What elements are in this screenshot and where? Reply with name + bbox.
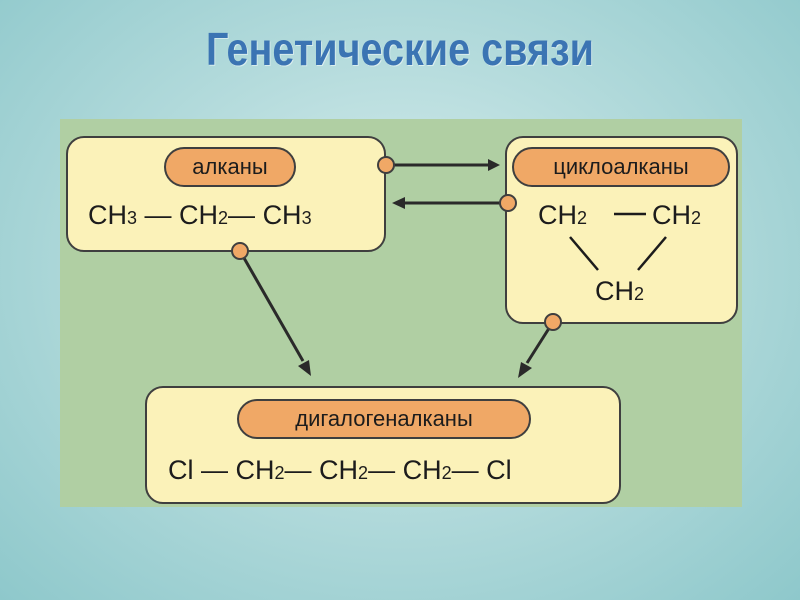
dihaloalkanes-formula: Cl — CH2— CH2— CH2— Cl: [168, 455, 512, 486]
cycloalkanes-label: циклоалканы: [512, 147, 730, 187]
bond-dash: —: [228, 200, 263, 230]
ch2-group-1: CH2: [235, 455, 285, 485]
alkanes-label: алканы: [164, 147, 296, 187]
bond-dash: —: [193, 455, 236, 485]
bond-dash: —: [368, 455, 403, 485]
ch3-group-left: CH3: [88, 200, 138, 230]
ch3-group-right: CH3: [262, 200, 312, 230]
alkanes-formula: CH3 — CH2— CH3: [88, 200, 312, 231]
ch2-group-2: CH2: [319, 455, 369, 485]
ch2-group: CH2: [179, 200, 229, 230]
ch2-group-3: CH2: [402, 455, 452, 485]
cyclo-ch2-top-right: CH2: [652, 200, 702, 230]
bond-dash: —: [284, 455, 320, 485]
bond-dash: —: [451, 455, 487, 485]
bond-dash: —: [137, 200, 180, 230]
cyclo-ch2-bottom: CH2: [595, 276, 645, 306]
chlorine-left: Cl: [168, 455, 194, 485]
dihaloalkanes-label: дигалогеналканы: [237, 399, 531, 439]
chlorine-right: Cl: [486, 455, 512, 485]
cyclo-ch2-top-left: CH2: [538, 200, 588, 230]
page-title: Генетические связи: [206, 23, 594, 75]
